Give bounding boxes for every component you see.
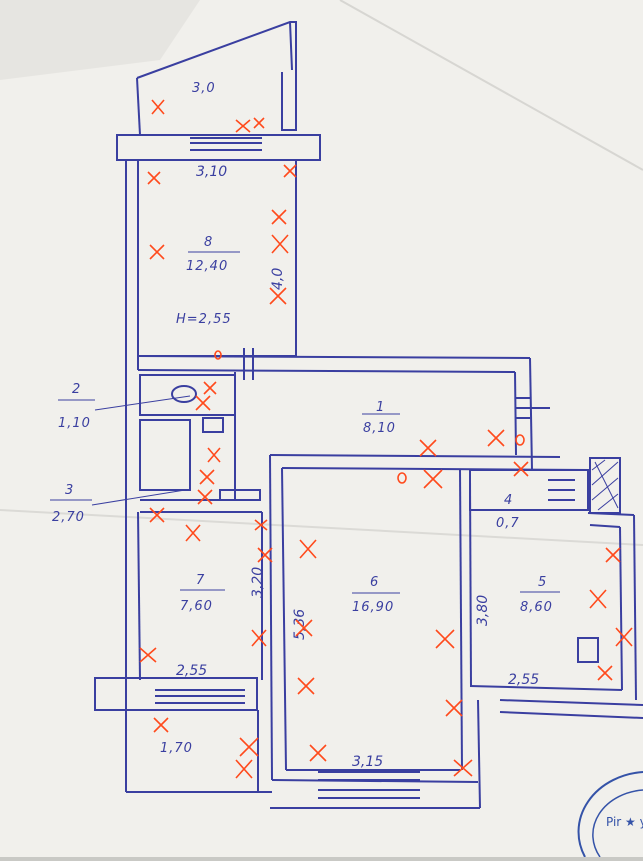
room-2-area: 1,10 bbox=[58, 416, 91, 431]
room-labels: 3,0 8 12,40 1 8,10 2 1,10 3 2,70 4 0,7 5… bbox=[50, 81, 560, 756]
dim-width-room5: 2,55 bbox=[508, 672, 539, 688]
dim-depth-room5: 3,80 bbox=[475, 595, 491, 626]
stamp-text: Pir ★ y bbox=[606, 815, 643, 829]
room-8-area: 12,40 bbox=[186, 259, 228, 274]
dim-ceiling-height: H=2,55 bbox=[176, 312, 232, 327]
room-1-number: 1 bbox=[376, 400, 385, 415]
room-balcony-top-area: 3,0 bbox=[192, 81, 216, 96]
room-8-number: 8 bbox=[204, 235, 213, 250]
room-3-area: 2,70 bbox=[52, 510, 85, 525]
room-7-number: 7 bbox=[196, 573, 205, 588]
walls bbox=[94, 21, 643, 809]
dimension-labels: 3,10 4,0 H=2,55 3,20 5,36 3,80 2,55 2,55… bbox=[176, 164, 539, 770]
room-balcony-bottom-area: 1,70 bbox=[160, 741, 193, 756]
dim-width-room6: 3,15 bbox=[352, 754, 383, 770]
room-2-number: 2 bbox=[72, 382, 81, 397]
room-5-number: 5 bbox=[538, 575, 547, 590]
room-4-area: 0,7 bbox=[496, 516, 520, 531]
room-4-number: 4 bbox=[504, 493, 513, 508]
room-6-area: 16,90 bbox=[352, 600, 394, 615]
duct-hatch bbox=[591, 459, 619, 511]
room-6-number: 6 bbox=[370, 575, 379, 590]
room-7-area: 7,60 bbox=[180, 599, 213, 614]
room-1-area: 8,10 bbox=[363, 421, 396, 436]
dim-depth-room8: 4,0 bbox=[270, 268, 286, 290]
dim-width-room7: 2,55 bbox=[176, 663, 207, 679]
room-3-number: 3 bbox=[65, 483, 74, 498]
correction-marks bbox=[139, 99, 633, 779]
stamp: Pir ★ y bbox=[577, 771, 643, 858]
dim-depth-room7: 3,20 bbox=[250, 567, 266, 598]
room-5-area: 8,60 bbox=[520, 600, 553, 615]
dim-width-room8: 3,10 bbox=[196, 164, 227, 180]
